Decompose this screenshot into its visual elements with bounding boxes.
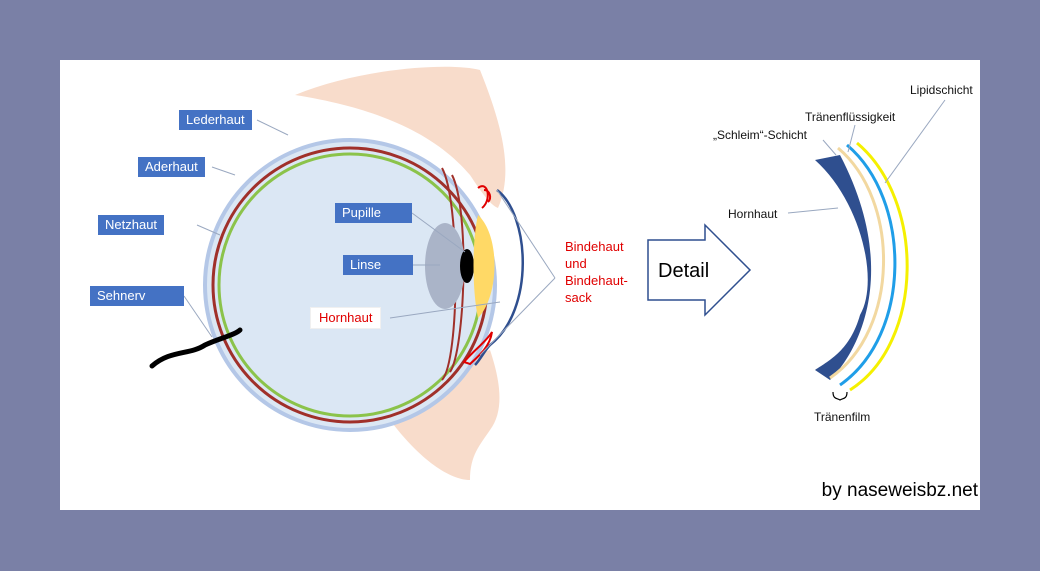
leader-hornhaut [389,301,501,319]
pupil [460,249,474,283]
label-hornhaut: Hornhaut [311,308,381,328]
conjunctiva-lower [462,331,493,366]
lens [425,223,465,309]
leader-lederhaut [256,119,289,136]
label-traenenfluessigkeit: Tränenflüssigkeit [805,110,896,124]
bindehaut-line-2: und [565,256,587,271]
leader-lipid [884,99,946,184]
detail-arrow [647,223,752,317]
label-schleimschicht: „Schleim“-Schicht [713,128,808,142]
mucus-layer [829,146,885,380]
slide: Lederhaut Aderhaut Netzhaut Sehnerv Pupi… [60,60,980,510]
detail-label: Detail [658,260,710,282]
label-lederhaut: Lederhaut [179,110,252,130]
label-lipidschicht: Lipidschicht [910,83,973,97]
traenenfilm-bracket [832,391,848,401]
conjunctiva-upper [477,185,492,209]
label-netzhaut: Netzhaut [98,215,165,235]
bindehaut-line-3: Bindehaut- [565,273,628,288]
lower-eyelid [390,350,500,480]
sclera [203,138,497,432]
leader-bindehaut-2 [479,277,556,356]
upper-eyelid [295,66,506,208]
credit-text: by naseweisbz.net [821,480,978,501]
eye-diagram [149,66,946,480]
optic-nerve [149,327,243,369]
leader-hornhaut-detail [787,207,839,214]
label-hornhaut-detail: Hornhaut [728,207,778,221]
bindehaut-line-4: sack [565,290,592,305]
cornea-inner [473,215,495,318]
leader-aderhaut [211,166,236,176]
bindehaut-line-1: Bindehaut [565,239,624,254]
cornea-detail [815,155,872,380]
label-bindehaut: Bindehaut und Bindehaut- sack [565,238,628,306]
leader-bindehaut-1 [496,189,556,279]
label-pupille: Pupille [335,203,412,223]
label-linse: Linse [343,255,413,275]
leader-schleim [822,139,837,156]
leader-netzhaut [196,224,221,236]
lipid-layer [849,141,909,392]
leader-sehnerv [183,295,213,338]
label-traenenfilm: Tränenfilm [814,410,871,424]
aqueous-layer [839,143,897,387]
leader-pupille [411,212,466,253]
leader-traenenfluessigkeit [847,124,856,153]
label-aderhaut: Aderhaut [138,157,205,177]
label-sehnerv: Sehnerv [90,286,184,306]
